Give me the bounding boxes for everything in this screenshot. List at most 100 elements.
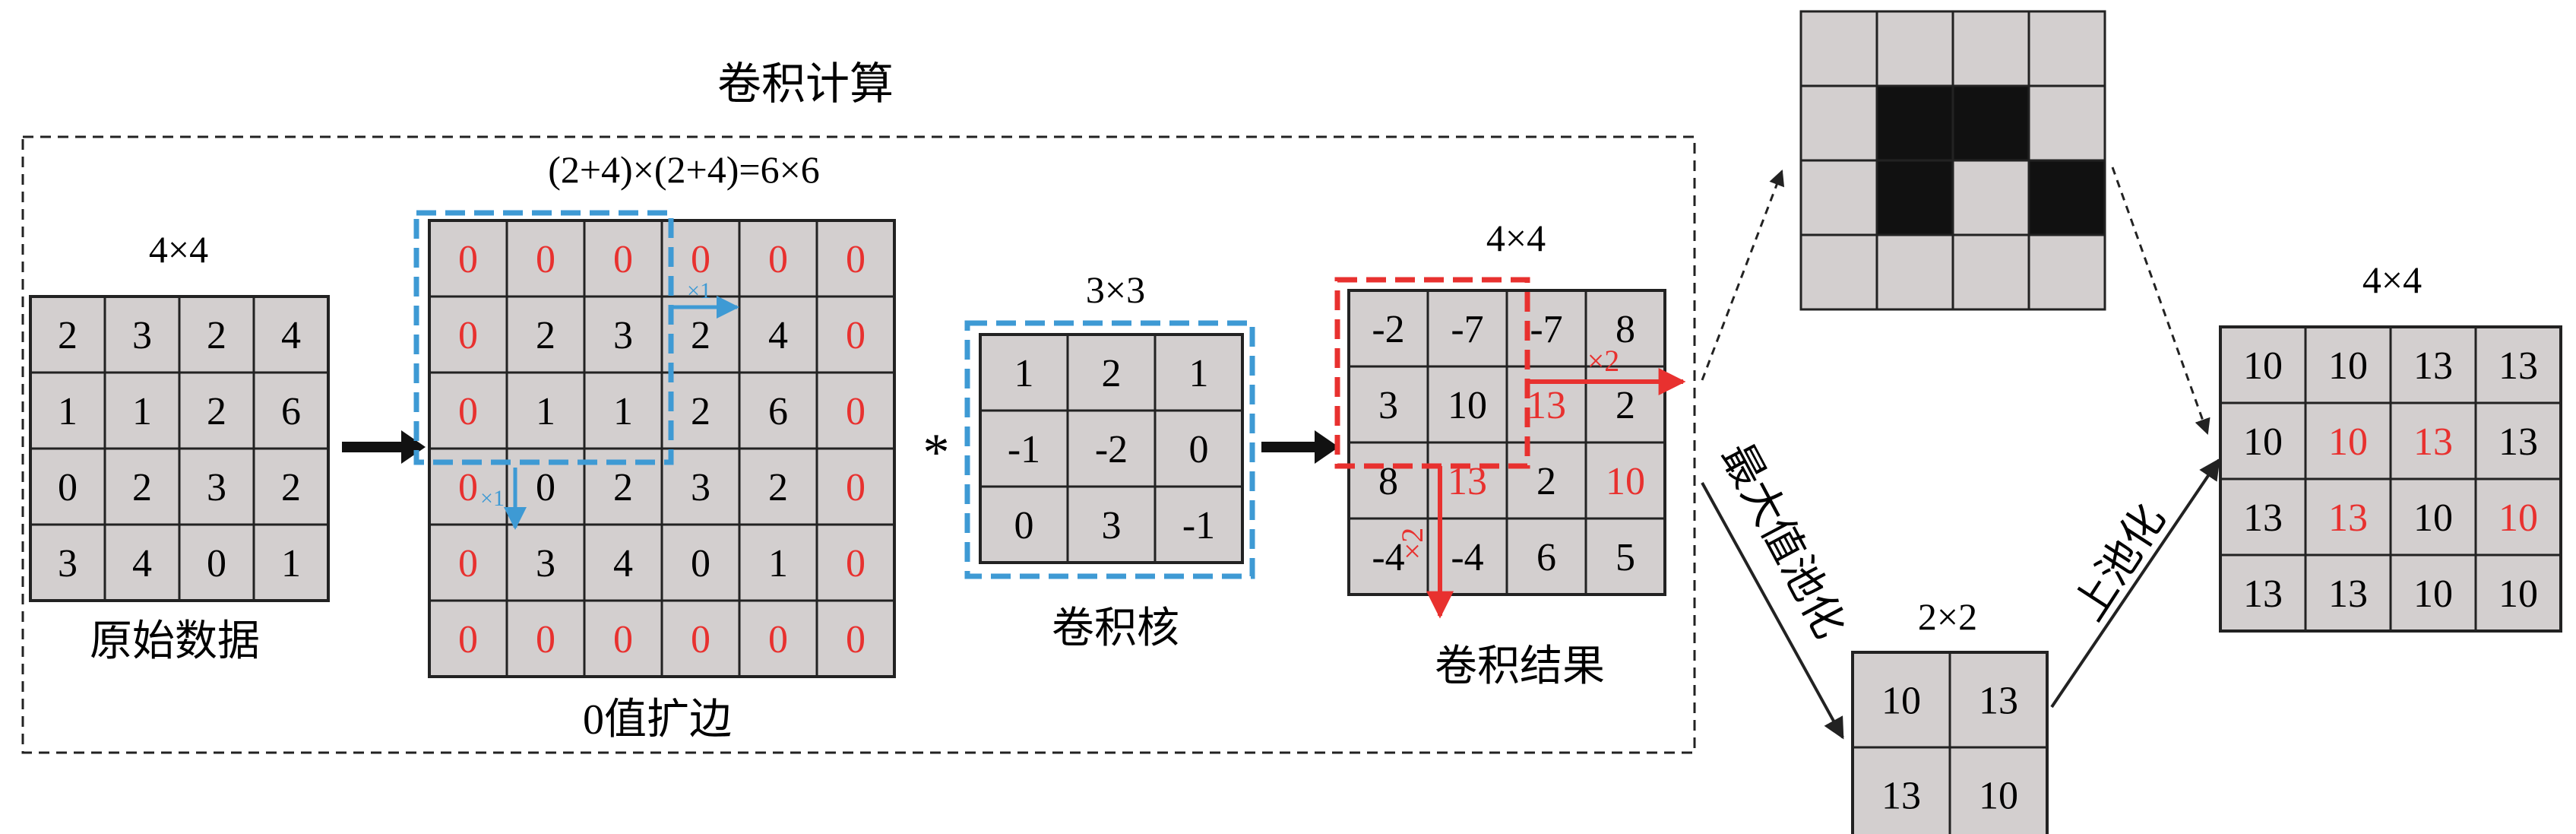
kernel-cell-value: -2 <box>1095 428 1128 471</box>
unpooled-cell-value: 13 <box>2413 344 2453 388</box>
unpooled-cell-value: 13 <box>2498 344 2538 388</box>
pooled-cell <box>1948 746 2049 834</box>
padded-cell-value: 0 <box>846 238 866 281</box>
original-cell-value: 1 <box>58 390 78 433</box>
padded-cell <box>815 599 896 678</box>
unpooled-cell-value: 13 <box>2243 496 2283 540</box>
arrow-pooled-to-unpooled <box>2050 458 2220 709</box>
unpooled-cell-value: 10 <box>2243 420 2283 464</box>
mask-cell <box>1799 233 1878 311</box>
conv_result-cell-value: 2 <box>1616 384 1635 427</box>
unpooled-cell-value: 10 <box>2328 420 2368 464</box>
padded-cell-value: 0 <box>768 618 788 661</box>
original-cell-value: 2 <box>132 466 152 509</box>
kernel-caption: 卷积核 <box>1052 605 1179 652</box>
padded-cell-value: 0 <box>458 390 478 433</box>
conv_result-cell-value: 6 <box>1536 536 1556 579</box>
conv_result-cell-value: 5 <box>1616 536 1635 579</box>
padded-cell-value: 1 <box>536 390 555 433</box>
padded-cell-value: 0 <box>458 542 478 585</box>
kernel-size-label: 3×3 <box>1086 268 1145 311</box>
mask-cell <box>1799 84 1878 162</box>
padded-cell-value: 0 <box>768 238 788 281</box>
padded-window-highlight <box>413 210 674 465</box>
kernel-cell-value: 0 <box>1014 504 1034 547</box>
padded-stride-down-label: ×1 <box>480 486 505 511</box>
result-stride-right-label: ×2 <box>1587 344 1620 378</box>
mask-cell <box>1799 159 1878 236</box>
conv_result-cell-value: 13 <box>1527 384 1566 427</box>
unpooled-size-label: 4×4 <box>2362 258 2422 301</box>
mask-cell <box>1875 10 1954 87</box>
unpooled-cell-value: 13 <box>2328 572 2368 616</box>
mask-cell <box>1951 233 2030 311</box>
pooled-cell-value: 10 <box>1979 775 2018 818</box>
arrow-original-to-padded-head <box>401 430 426 464</box>
pooled-cell-value: 10 <box>1881 680 1921 723</box>
mask-cell-max <box>1951 84 2030 162</box>
kernel-grid-background <box>979 333 1244 564</box>
kernel-cell-value: 2 <box>1102 352 1122 395</box>
unpooled-cell-value: 10 <box>2243 344 2283 388</box>
padded-cell-value: 0 <box>458 238 478 281</box>
kernel-cell-value: -1 <box>1182 504 1215 547</box>
max-location-mask-grid <box>1799 10 2106 311</box>
pooled-cell-value: 13 <box>1979 680 2018 723</box>
padded-cell-value: 0 <box>458 466 478 509</box>
unpooled-cell-value: 13 <box>2328 496 2368 540</box>
padded-stride-right-label: ×1 <box>687 278 711 303</box>
arrow-result-to-mask <box>1701 170 1785 381</box>
section-title: 卷积计算 <box>717 59 894 109</box>
original-cell-value: 4 <box>281 314 301 357</box>
original-cell-value: 4 <box>132 542 152 585</box>
unpooled-cell-value: 10 <box>2328 344 2368 388</box>
padded-cell-value: 0 <box>536 238 555 281</box>
mask-cell <box>1875 233 1954 311</box>
conv_result-cell-value: 2 <box>1536 460 1556 503</box>
original-cell-value: 2 <box>207 314 226 357</box>
conv_result-cell-value: -4 <box>1372 536 1404 579</box>
padded-cell-value: 0 <box>846 390 866 433</box>
unpooled-cell-value: 13 <box>2413 420 2453 464</box>
padded-cell-value: 0 <box>536 466 555 509</box>
unpooled-cell-value: 10 <box>2498 572 2538 616</box>
result-size-label: 4×4 <box>1486 217 1546 259</box>
padded-cell-value: 0 <box>846 314 866 357</box>
original-cell-value: 2 <box>281 466 301 509</box>
padded-cell-value: 6 <box>768 390 788 433</box>
mask-cell-max <box>1875 84 1954 162</box>
mask-cell <box>2027 84 2106 162</box>
padded-cell-value: 0 <box>691 238 710 281</box>
arrow-kernel-to-result-head <box>1315 430 1339 464</box>
unpooled-cell-value: 10 <box>2498 496 2538 540</box>
pooled-size-label: 2×2 <box>1918 595 1977 638</box>
unpooled-cell-value: 10 <box>2413 572 2453 616</box>
padded-cell-value: 4 <box>768 314 788 357</box>
original-cell-value: 0 <box>207 542 226 585</box>
result-caption: 卷积结果 <box>1435 643 1605 690</box>
unpooled-cell <box>2474 553 2562 633</box>
padded-cell-value: 1 <box>768 542 788 585</box>
conv_result-cell-value: 8 <box>1616 308 1635 351</box>
kernel-cell-value: 1 <box>1189 352 1209 395</box>
convolution-operator: * <box>923 423 950 482</box>
unpooled-cell-value: 13 <box>2498 420 2538 464</box>
conv_result-cell <box>1584 517 1666 596</box>
result-stride-down-label: ×2 <box>1395 528 1429 560</box>
kernel-cell-value: -1 <box>1008 428 1040 471</box>
pooled-cell-value: 13 <box>1881 775 1921 818</box>
original-size-label: 4×4 <box>149 228 208 271</box>
original-cell-value: 2 <box>58 314 78 357</box>
padded-cell-value: 0 <box>846 542 866 585</box>
mask-cell <box>1799 10 1878 87</box>
kernel-cell <box>1154 485 1244 564</box>
padded-cell-value: 0 <box>691 542 710 585</box>
padded-cell-value: 2 <box>691 314 710 357</box>
mask-cell <box>2027 10 2106 87</box>
conv_result-cell-value: 10 <box>1606 460 1645 503</box>
conv_result-cell-value: -4 <box>1451 536 1483 579</box>
padded-cell-value: 2 <box>536 314 555 357</box>
